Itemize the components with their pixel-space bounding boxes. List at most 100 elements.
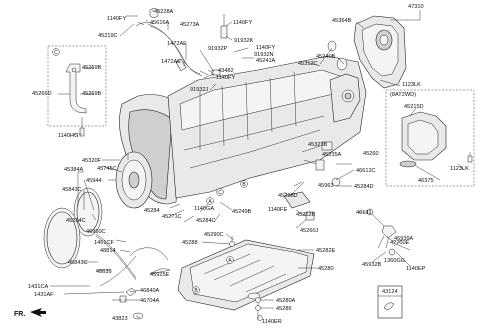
callout-45364b: 45364B — [332, 18, 352, 24]
ref-marker-c: C — [52, 48, 60, 56]
callout-48639: 48639 — [96, 269, 112, 275]
ref-marker-b: B — [240, 180, 248, 188]
callout-1140fy-4: 1140FY — [256, 45, 275, 51]
callout-45266d: 45266D — [32, 91, 52, 97]
front-direction-indicator: FR. — [14, 308, 46, 318]
callout-45284c: 45284C — [196, 218, 216, 224]
callout-45320f: 45320F — [82, 158, 102, 164]
variant-box-8at2wd — [385, 89, 475, 187]
detail-box-c — [47, 45, 107, 137]
front-label: FR. — [14, 311, 25, 318]
callout-43823: 43823 — [112, 316, 128, 322]
callout-45616a: 45616A — [150, 20, 170, 26]
svg-text:B: B — [194, 288, 198, 294]
callout-45286: 45286 — [276, 306, 292, 312]
callout-1472ae: 1472AE — [167, 41, 187, 47]
callout-45745c: 45745C — [97, 166, 117, 172]
callout-45215d: 45215D — [404, 104, 424, 110]
callout-47310: 47310 — [408, 4, 424, 10]
callout-43482: 43482 — [218, 68, 234, 74]
callout-45288: 45288 — [182, 240, 198, 246]
callout-91932j: 91932J — [190, 87, 209, 93]
callout-1472ae-2: 1472AE — [161, 59, 181, 65]
callout-45228a: 45228A — [154, 9, 174, 15]
leader-lines — [50, 9, 465, 320]
callout-45932b: 45932B — [362, 262, 382, 268]
svg-text:C: C — [218, 190, 222, 196]
svg-text:B: B — [242, 182, 246, 188]
callout-46131: 46131 — [356, 210, 372, 216]
callout-45925e: 45925E — [150, 272, 170, 278]
callout-45290c: 45290C — [204, 232, 224, 238]
callout-1140ep: 1140EP — [406, 266, 426, 272]
callout-45260j: 45260J — [300, 228, 319, 234]
callout-45312c: 45312C — [298, 61, 318, 67]
shift-linkage — [366, 208, 411, 256]
extension-housing — [327, 15, 407, 89]
front-arrow-icon — [30, 308, 46, 317]
ref-marker-c-2: C — [216, 188, 224, 196]
callout-91932p: 91932P — [208, 46, 228, 52]
callout-45284d: 45284D — [354, 184, 374, 190]
variant-label: (8AT2WD) — [390, 92, 416, 98]
callout-1140fe: 1140FE — [268, 207, 287, 213]
callout-1123lk: 1123LK — [402, 82, 421, 88]
callout-45280: 45280 — [318, 266, 334, 272]
ref-marker-b-2: B — [192, 286, 200, 294]
transmission-case — [119, 55, 367, 205]
callout-91932k: 91932K — [234, 38, 254, 44]
callout-48814: 48814 — [100, 248, 116, 254]
callout-45280a: 45280A — [276, 298, 296, 304]
callout-45271c: 45271C — [162, 214, 182, 220]
callout-45218d: 45218D — [278, 193, 298, 199]
ref-marker-a: A — [206, 197, 214, 205]
callout-1140fy-3: 1140FY — [233, 20, 252, 26]
callout-45963: 45963 — [318, 183, 334, 189]
callout-45843c-3: 45843C — [68, 260, 88, 266]
callout-45241a: 45241A — [256, 58, 276, 64]
callout-1431ca: 1431CA — [28, 284, 48, 290]
callout-1140hg: 1140HG — [58, 133, 78, 139]
solenoid-cluster — [283, 141, 341, 221]
callout-45249b: 45249B — [232, 209, 252, 215]
callout-45219c: 45219C — [98, 33, 118, 39]
callout-45240b: 45240B — [316, 54, 336, 60]
callout-1431af: 1431AF — [34, 292, 54, 298]
callout-46612c: 46612C — [356, 168, 376, 174]
callout-1123lk-2: 1123LK — [450, 166, 469, 172]
callout-1140fy-2: 1140FY — [216, 75, 235, 81]
callout-45284: 45284 — [144, 208, 160, 214]
oil-pan — [177, 236, 315, 321]
callout-43124: 43124 — [382, 289, 398, 295]
callout-45260: 45260 — [363, 151, 379, 157]
callout-45384a: 45384A — [64, 167, 84, 173]
svg-text:C: C — [54, 50, 58, 56]
callout-1140er: 1140ER — [262, 319, 282, 325]
callout-45843c: 45843C — [62, 187, 82, 193]
callout-45269b: 45269B — [82, 65, 102, 71]
ref-marker-a-2: A — [226, 256, 234, 264]
callout-45235a: 45235A — [322, 152, 342, 158]
callout-42700e: 42700E — [390, 240, 410, 246]
callout-1140ga: 1140GA — [194, 206, 214, 212]
callout-46375: 46375 — [418, 178, 434, 184]
callout-1461cf: 1461CF — [94, 240, 114, 246]
callout-45944: 45944 — [86, 178, 102, 184]
callout-45269b-2: 45269B — [82, 91, 102, 97]
callout-1360gg: 1360GG — [384, 258, 405, 264]
callout-45323b: 45323B — [308, 142, 328, 148]
torque-converter — [43, 151, 153, 269]
callout-46704a: 46704A — [140, 298, 160, 304]
svg-text:A: A — [228, 258, 232, 264]
callout-46840a: 46840A — [140, 288, 160, 294]
svg-text:A: A — [208, 199, 212, 205]
dipstick-tube-group — [135, 8, 228, 77]
callout-45273a: 45273A — [180, 22, 200, 28]
callout-91932n: 91932N — [254, 52, 274, 58]
callout-45262b: 45262B — [296, 212, 316, 218]
callout-45282e: 45282E — [316, 248, 336, 254]
callout-46960c: 46960C — [86, 229, 106, 235]
part-box-43124 — [377, 285, 403, 319]
